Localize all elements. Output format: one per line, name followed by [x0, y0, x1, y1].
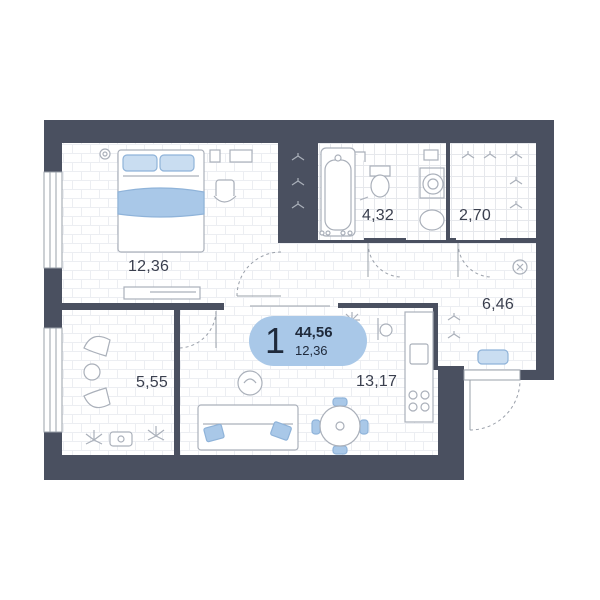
wc-floor	[448, 143, 536, 240]
room-area-balcony: 5,55	[136, 374, 168, 391]
hallway-east-floor	[438, 243, 536, 370]
door-swings	[179, 242, 493, 349]
kitchen-sink	[409, 343, 429, 365]
sink	[419, 209, 445, 231]
balcony-table	[83, 363, 101, 381]
balcony-furniture	[83, 335, 165, 447]
dining-set	[311, 397, 369, 455]
desk	[229, 149, 253, 163]
room-area-kitchen-living: 13,17	[356, 373, 398, 390]
apartment-summary-badge: 1 44,56 12,36	[249, 316, 367, 366]
wardrobe-hangers	[291, 153, 305, 209]
balcony-floor	[62, 310, 174, 455]
kitchen-fixtures	[344, 311, 434, 423]
room-area-bathroom: 4,32	[362, 207, 394, 224]
room-area-hallway: 6,46	[482, 296, 514, 313]
shoe-cabinet	[477, 349, 509, 365]
living-area: 12,36	[295, 343, 328, 358]
entrance-door	[463, 369, 521, 431]
ceiling-lamp-icon	[512, 259, 528, 275]
tv-unit	[123, 286, 201, 300]
room-area-bedroom: 12,36	[128, 258, 170, 275]
interior-walls	[62, 143, 536, 455]
kitchen-counter	[404, 311, 434, 423]
windows	[43, 171, 63, 433]
hob-burner	[408, 390, 418, 400]
room-count: 1	[265, 320, 286, 361]
room-area-wc: 2,70	[459, 207, 491, 224]
bedroom-furniture	[99, 148, 305, 300]
sofa	[197, 404, 299, 451]
total-area: 44,56	[295, 324, 333, 341]
storage-hangers	[447, 151, 528, 365]
living-furniture	[197, 370, 299, 451]
bathroom-fixtures	[319, 147, 445, 237]
plant-icon	[85, 426, 165, 445]
